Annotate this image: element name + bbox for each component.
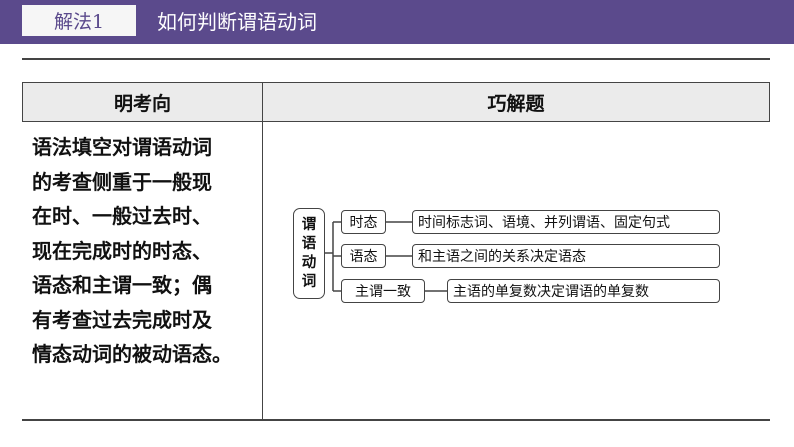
text-line: 语法填空对谓语动词 <box>32 135 212 159</box>
table-bottom-rule <box>22 419 770 421</box>
table-top-rule <box>22 58 770 60</box>
category-tense: 时态 <box>341 210 386 234</box>
exam-focus-text: 语法填空对谓语动词 的考查侧重于一般现 在时、一般过去时、 现在完成时的时态、 … <box>32 130 264 372</box>
text-line: 语态和主谓一致；偶 <box>32 273 212 297</box>
text-line: 有考查过去完成时及 <box>32 307 212 332</box>
detail-voice: 和主语之间的关系决定语态 <box>412 244 720 268</box>
detail-agreement: 主语的单复数决定谓语的单复数 <box>447 279 720 303</box>
root-char: 语 <box>301 235 317 252</box>
category-agreement: 主谓一致 <box>341 279 425 303</box>
root-char: 动 <box>301 254 317 271</box>
root-char: 谓 <box>301 216 317 233</box>
root-node: 谓 语 动 词 <box>293 208 325 299</box>
detail-tense: 时间标志词、语境、并列谓语、固定句式 <box>412 210 720 234</box>
text-line: 现在完成时的时态、 <box>32 238 212 263</box>
column-divider <box>262 122 263 419</box>
page-title: 如何判断谓语动词 <box>157 10 317 34</box>
text-line: 的考查侧重于一般现 <box>32 169 212 194</box>
category-voice: 语态 <box>341 244 386 268</box>
text-line: 在时、一般过去时、 <box>32 204 212 228</box>
column-header-right: 巧解题 <box>262 82 770 122</box>
root-char: 词 <box>301 273 317 290</box>
text-line: 情态动词的被动语态。 <box>32 342 232 366</box>
column-header-left: 明考向 <box>22 82 263 122</box>
top-banner: 解法1 如何判断谓语动词 <box>0 0 794 44</box>
method-tag: 解法1 <box>22 5 136 36</box>
